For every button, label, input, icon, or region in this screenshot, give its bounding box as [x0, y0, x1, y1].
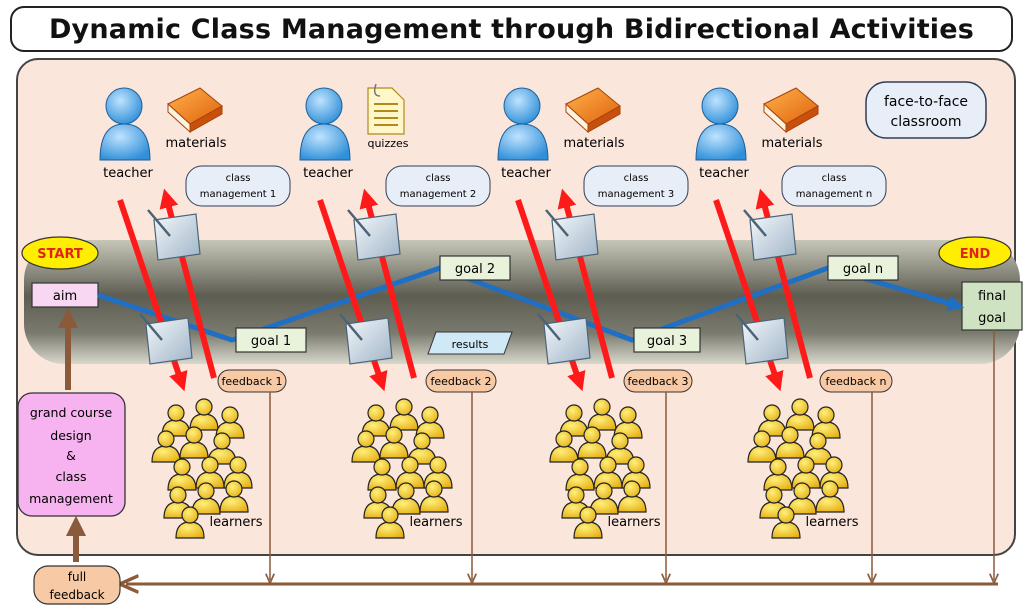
teacher-label: teacher: [501, 166, 551, 181]
class-management-line1: class: [426, 173, 451, 184]
class-management-line1: class: [226, 173, 251, 184]
monitor-icon: [537, 313, 591, 365]
class-management-bubble: [583, 165, 689, 207]
learners-label: learners: [409, 515, 462, 530]
class-management-bubble: [781, 165, 887, 207]
class-management-line1: class: [822, 173, 847, 184]
feedback-label: feedback 2: [430, 375, 491, 388]
diagram-title: Dynamic Class Management through Bidirec…: [48, 13, 975, 45]
monitor-icon: [735, 313, 789, 365]
class-management-bubble: [385, 165, 491, 207]
book-icon: [565, 87, 621, 134]
book-icon: [763, 87, 819, 134]
goal-label: goal 3: [647, 334, 687, 349]
end-oval: [938, 236, 1012, 270]
feedback-label: feedback 1: [221, 375, 282, 388]
teacher-icon: [299, 87, 351, 161]
final-goal-line1: final: [978, 289, 1006, 304]
results-box: [427, 331, 513, 355]
teacher-label: teacher: [303, 166, 353, 181]
goal-box: [633, 327, 701, 353]
classroom-label-line2: classroom: [891, 114, 962, 130]
class-management-bubble: [185, 165, 291, 207]
feedback-box: [623, 369, 693, 393]
aim-box: [31, 282, 99, 308]
full-feedback-line2: feedback: [49, 588, 104, 602]
column-1: teacher materials class management 1 goal 1 f…: [99, 87, 307, 580]
classroom-label-box: [865, 81, 987, 139]
learners-group-icon: [151, 398, 253, 539]
column-3: teacher materials class management 3 goal 3 f…: [497, 87, 701, 580]
teacher-icon: [99, 87, 151, 161]
feedback-box: [819, 369, 893, 393]
learners-label: learners: [607, 515, 660, 530]
results-label: results: [452, 338, 489, 351]
end-label: END: [960, 247, 991, 262]
start-oval: [21, 236, 99, 270]
resource-label: materials: [165, 136, 226, 151]
goal-box: [439, 255, 511, 281]
monitor-icon: [347, 209, 401, 261]
classroom-label-line1: face-to-face: [884, 94, 968, 110]
full-feedback-box: [33, 565, 121, 605]
diagram-title-box: Dynamic Class Management through Bidirec…: [10, 6, 1013, 52]
start-label: START: [37, 247, 83, 262]
aim-label: aim: [53, 289, 77, 304]
goal-label: goal n: [843, 262, 883, 277]
teacher-label: teacher: [699, 166, 749, 181]
goal-path-arrowhead: [929, 295, 965, 312]
final-goal-line2: goal: [978, 311, 1006, 326]
book-icon: [167, 87, 223, 134]
design-line-5: management: [29, 491, 113, 506]
class-management-line2: management 1: [200, 189, 277, 200]
full-feedback-line1: full: [68, 570, 87, 584]
monitor-icon: [139, 313, 193, 365]
column-4: teacher materials class management n goal n f…: [695, 87, 899, 580]
resource-label: materials: [563, 136, 624, 151]
feedback-box: [217, 369, 287, 393]
feedback-box: [425, 369, 497, 393]
design-line-4: class: [55, 469, 86, 484]
class-management-line1: class: [624, 173, 649, 184]
learners-label: learners: [209, 515, 262, 530]
resource-label: materials: [761, 136, 822, 151]
final-goal-box: [961, 281, 1023, 331]
goal-box: [827, 255, 899, 281]
teacher-icon: [695, 87, 747, 161]
feedback-label: feedback 3: [627, 375, 688, 388]
class-management-line2: management n: [796, 189, 873, 200]
class-management-line2: management 2: [400, 189, 477, 200]
goal-box: [235, 327, 307, 353]
class-management-line2: management 3: [598, 189, 675, 200]
monitor-icon: [147, 209, 201, 261]
teacher-label: teacher: [103, 166, 153, 181]
learners-label: learners: [805, 515, 858, 530]
resource-label: quizzes: [367, 137, 408, 150]
learners-group-icon: [549, 398, 651, 539]
column-2: teacher quizzes class management 2 goal 2 fee…: [299, 83, 511, 580]
goal-label: goal 2: [455, 262, 495, 277]
design-line-2: design: [50, 428, 91, 443]
learners-group-icon: [747, 398, 849, 539]
monitor-icon: [545, 209, 599, 261]
learners-group-icon: [351, 398, 453, 539]
quiz-document-icon: [367, 83, 405, 135]
monitor-icon: [743, 209, 797, 261]
teacher-icon: [497, 87, 549, 161]
design-line-3: &: [66, 448, 76, 463]
monitor-icon: [339, 313, 393, 365]
feedback-label: feedback n: [826, 375, 887, 388]
design-line-1: grand course: [30, 405, 113, 420]
goal-label: goal 1: [251, 334, 291, 349]
